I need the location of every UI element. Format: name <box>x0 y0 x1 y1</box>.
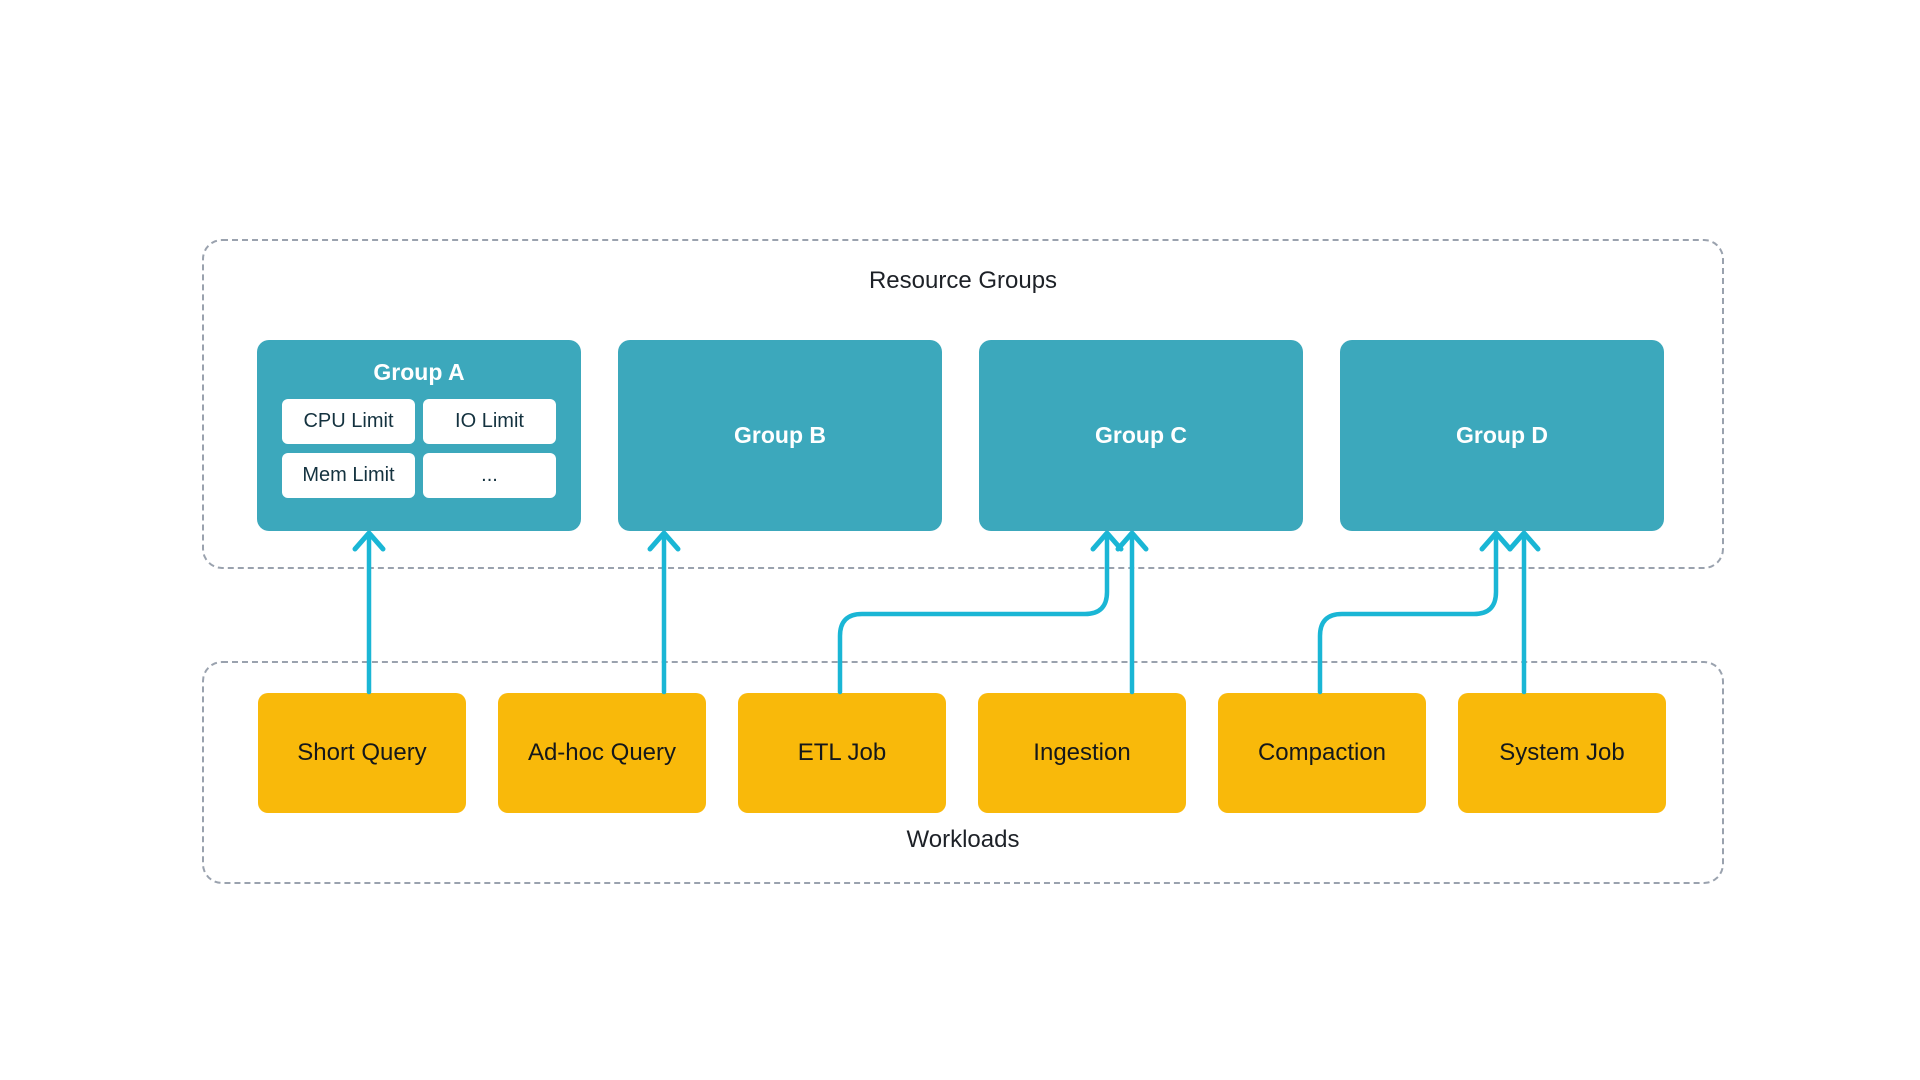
workloads-title: Workloads <box>906 826 1020 853</box>
group-c-box: Group C <box>979 340 1303 531</box>
group-a-label: Group A <box>373 359 465 385</box>
group-a-box: Group A CPU Limit IO Limit Mem Limit ... <box>257 340 581 531</box>
group-d-label: Group D <box>1456 422 1548 448</box>
cpu-limit-chip: CPU Limit <box>282 399 415 444</box>
workload-short-query: Short Query <box>258 693 466 813</box>
io-limit-chip: IO Limit <box>423 399 556 444</box>
group-a-limits: CPU Limit IO Limit Mem Limit ... <box>282 399 556 498</box>
workloads-container: Short Query Ad-hoc Query ETL Job Ingesti… <box>202 661 1724 884</box>
workload-etl-job: ETL Job <box>738 693 946 813</box>
resource-groups-title: Resource Groups <box>868 267 1058 294</box>
group-d-box: Group D <box>1340 340 1664 531</box>
workload-compaction: Compaction <box>1218 693 1426 813</box>
workload-ingestion: Ingestion <box>978 693 1186 813</box>
group-c-label: Group C <box>1095 422 1187 448</box>
workload-system-job: System Job <box>1458 693 1666 813</box>
workload-ad-hoc-query: Ad-hoc Query <box>498 693 706 813</box>
group-b-label: Group B <box>734 422 826 448</box>
resource-groups-container: Resource Groups Group A CPU Limit IO Lim… <box>202 239 1724 569</box>
more-limits-chip: ... <box>423 453 556 498</box>
mem-limit-chip: Mem Limit <box>282 453 415 498</box>
group-b-box: Group B <box>618 340 942 531</box>
